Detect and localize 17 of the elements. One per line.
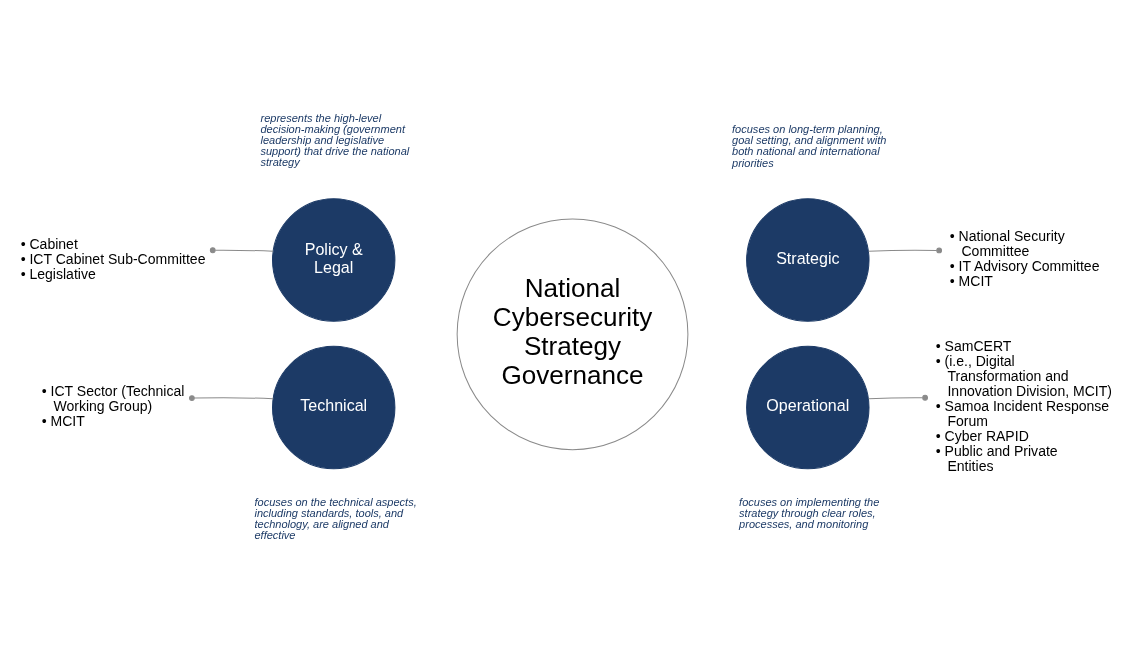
node-label: represents the high-level decision-making (government leadership and legislative support) that drive the national strategy [260, 111, 410, 168]
connector [868, 394, 928, 401]
node-circle: National Cybersecurity Strategy Governance [456, 217, 689, 450]
node-circle: Operational [746, 345, 870, 469]
node-label: focuses on long-term planning, goal setting, and alignment with both national and international priorities [732, 122, 887, 168]
node-circle: Technical [272, 345, 396, 469]
connector [189, 394, 274, 401]
node-label: focuses on implementing the strategy through clear roles, processes, and monitoring [739, 495, 880, 530]
node-label: focuses on the technical aspects, including standards, tools, and technology, are aligned and effective [254, 495, 417, 541]
connector [209, 246, 274, 253]
node-circle: Policy & Legal [272, 197, 396, 322]
connector [868, 247, 943, 253]
node-text: • SamCERT • (i.e., Digital Transformation and Innovation Division, MCIT) • Samoa Incident Response Forum • Cyber RAPID • Public and Private Entities [935, 337, 1112, 474]
node-text: • National Security Committee • IT Advisory Committee • MCIT [949, 227, 1100, 289]
node-circle: Strategic [746, 197, 870, 322]
node-text: • ICT Sector (Technical Working Group) • MCIT [41, 382, 185, 429]
node-text: • Cabinet • ICT Cabinet Sub-Committee • Legislative [20, 235, 206, 282]
